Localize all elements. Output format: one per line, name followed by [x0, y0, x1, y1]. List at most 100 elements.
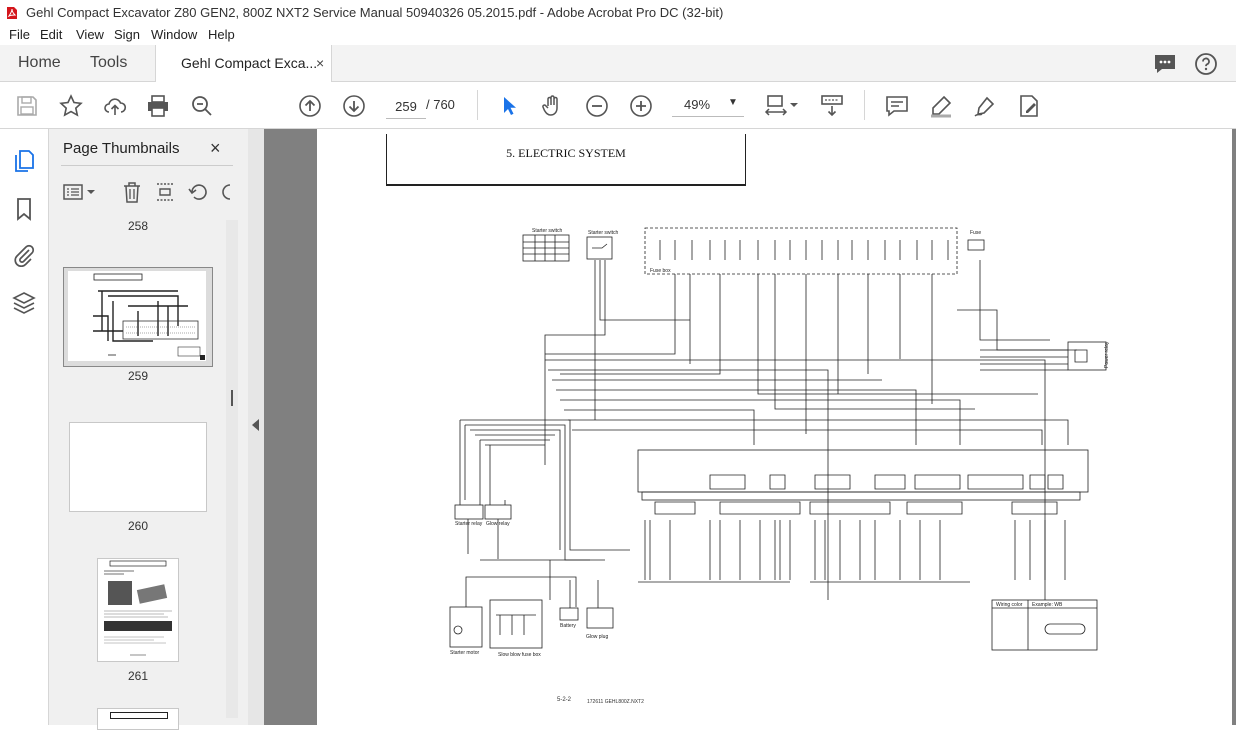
- edit-pdf-icon[interactable]: [1017, 94, 1041, 118]
- document-code-footer: 172611 GEHL800Z.NXT2: [587, 699, 644, 705]
- thumbnails-panel: Page Thumbnails × 258 259 260: [49, 129, 248, 730]
- highlight-pen-icon[interactable]: [929, 94, 953, 118]
- thumbnail-page-259[interactable]: [63, 267, 213, 367]
- bookmark-icon[interactable]: [12, 197, 36, 221]
- zoom-value: 49%: [684, 97, 711, 112]
- fuse-symbol: [967, 239, 985, 251]
- thumbnail-page-262-header: [110, 712, 168, 719]
- section-title: 5. ELECTRIC SYSTEM: [506, 146, 626, 160]
- tab-document[interactable]: Gehl Compact Exca... ×: [155, 45, 332, 82]
- next-page-icon[interactable]: [342, 94, 366, 118]
- label-starter-switch-a: Starter switch: [532, 228, 563, 234]
- menu-view[interactable]: View: [76, 27, 104, 42]
- delete-page-icon[interactable]: [121, 181, 143, 203]
- label-fuse-box: Fuse box: [650, 268, 671, 274]
- thumbnail-page-260[interactable]: [69, 422, 207, 512]
- attachment-icon[interactable]: [12, 243, 36, 267]
- label-starter-motor: Starter motor: [450, 650, 480, 656]
- comment-icon[interactable]: [885, 94, 909, 118]
- title-bar: Gehl Compact Excavator Z80 GEN2, 800Z NX…: [0, 0, 1236, 27]
- select-cursor-icon[interactable]: [497, 94, 521, 118]
- wiring-color-legend: [991, 599, 1098, 651]
- thumbnail-page-261[interactable]: [97, 558, 179, 662]
- label-fuse: Fuse: [970, 230, 981, 236]
- panel-title: Page Thumbnails: [63, 140, 180, 157]
- tab-bar: Home Tools Gehl Compact Exca... ×: [0, 45, 1236, 82]
- toolbar: / 760 49% ▼: [0, 82, 1236, 129]
- slow-blow-fuse-box: [489, 599, 543, 649]
- zoom-search-icon[interactable]: [190, 94, 214, 118]
- thumbnail-page-261-preview: [104, 560, 172, 656]
- page-total: / 760: [426, 97, 455, 112]
- starter-switch-box: [586, 236, 613, 260]
- controller-connector: [641, 491, 1081, 501]
- menu-edit[interactable]: Edit: [40, 27, 63, 42]
- thumbnail-label-258: 258: [127, 219, 149, 233]
- scrollbar-thumb[interactable]: [231, 390, 233, 406]
- scroll-mode-icon[interactable]: [820, 94, 844, 118]
- fuse-box: [644, 227, 958, 275]
- panel-divider: [61, 165, 233, 166]
- menu-bar: File Edit View Sign Window Help: [0, 26, 1236, 46]
- page-fit-icon[interactable]: [764, 94, 800, 118]
- previous-page-icon[interactable]: [298, 94, 322, 118]
- page-number-footer: 5-2-2: [557, 697, 572, 703]
- toolbar-divider: [477, 90, 478, 120]
- tab-close-button[interactable]: ×: [316, 55, 325, 71]
- rotate-cw-icon[interactable]: [219, 181, 231, 203]
- collapse-arrow-icon[interactable]: [252, 419, 259, 431]
- thumbnail-page-259-preview: [68, 271, 206, 361]
- print-icon[interactable]: [146, 94, 170, 118]
- thumbnail-options-icon[interactable]: [63, 181, 97, 203]
- rotate-ccw-icon[interactable]: [187, 181, 209, 203]
- menu-window[interactable]: Window: [151, 27, 198, 42]
- window-title: Gehl Compact Excavator Z80 GEN2, 800Z NX…: [26, 5, 724, 20]
- page-number-input[interactable]: [386, 94, 426, 119]
- pdf-page: [317, 129, 1232, 725]
- glow-plug: [586, 607, 614, 629]
- power-relay: [1067, 341, 1107, 371]
- label-glow-relay: Glow relay: [486, 521, 510, 527]
- battery: [559, 607, 579, 621]
- save-icon[interactable]: [15, 94, 39, 118]
- thumbnail-wiring-preview: [93, 273, 205, 360]
- tab-document-label: Gehl Compact Exca...: [181, 55, 318, 71]
- page-thumbnails-icon[interactable]: [12, 149, 36, 173]
- thumbnail-label-261: 261: [127, 669, 149, 683]
- chevron-down-icon: ▼: [728, 97, 738, 108]
- zoom-in-icon[interactable]: [629, 94, 653, 118]
- thumbnails-scrollbar[interactable]: [226, 220, 238, 718]
- label-starter-switch-b: Starter switch: [588, 230, 619, 236]
- label-power-relay: Power relay: [1104, 341, 1110, 368]
- layers-icon[interactable]: [12, 291, 36, 315]
- thumbnail-label-259: 259: [127, 369, 149, 383]
- glow-relay: [484, 504, 512, 520]
- controller-box: [637, 449, 1089, 493]
- panel-collapse-strip[interactable]: [248, 129, 264, 725]
- zoom-dropdown[interactable]: 49% ▼: [672, 94, 744, 117]
- label-example: Example: WB: [1032, 602, 1063, 608]
- draw-signature-icon[interactable]: [973, 94, 997, 118]
- thumbnail-label-260: 260: [127, 519, 149, 533]
- tab-home[interactable]: Home: [18, 54, 61, 71]
- acrobat-logo-icon: [7, 7, 17, 19]
- zoom-out-icon[interactable]: [585, 94, 609, 118]
- upload-cloud-icon[interactable]: [103, 94, 127, 118]
- tab-tools[interactable]: Tools: [90, 54, 128, 71]
- label-wiring-color: Wiring color: [996, 602, 1023, 608]
- wiring-diagram: Starter switch Starter switch Fuse box F…: [449, 227, 1110, 658]
- label-slow-blow-fuse-box: Slow blow fuse box: [498, 652, 541, 658]
- thumbnail-page-262[interactable]: [97, 708, 179, 730]
- menu-sign[interactable]: Sign: [114, 27, 141, 42]
- label-glow-plug: Glow plug: [586, 634, 608, 640]
- comment-bubble-icon[interactable]: [1153, 53, 1177, 75]
- panel-close-button[interactable]: ×: [210, 138, 221, 158]
- help-icon[interactable]: [1194, 52, 1218, 76]
- toolbar-divider: [864, 90, 865, 120]
- menu-file[interactable]: File: [9, 27, 30, 42]
- hand-tool-icon[interactable]: [540, 94, 564, 118]
- star-bookmark-icon[interactable]: [59, 94, 83, 118]
- extract-page-icon[interactable]: [154, 181, 176, 203]
- starter-relay: [454, 504, 484, 520]
- menu-help[interactable]: Help: [208, 27, 235, 42]
